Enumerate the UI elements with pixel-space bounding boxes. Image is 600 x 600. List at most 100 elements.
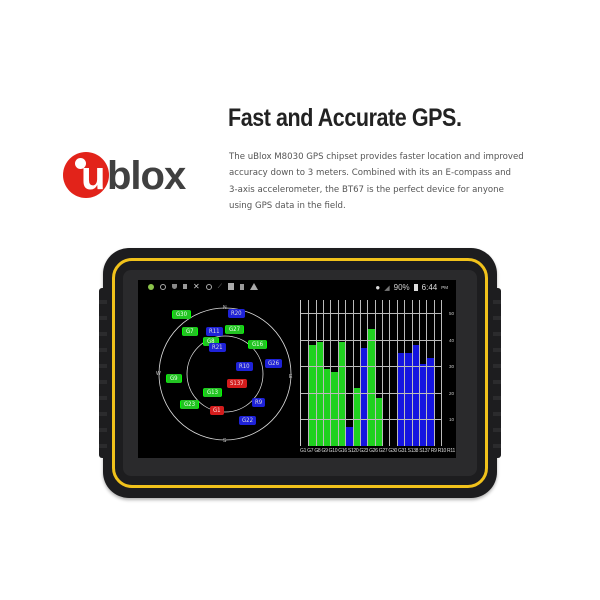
- status-icons-left: ✕ ⟋: [148, 282, 258, 290]
- grid-line-vertical: [404, 300, 406, 446]
- tablet-screen: ✕ ⟋ ● ◢ 90% 6:44 PM N S E: [138, 280, 456, 458]
- signal-bar: [337, 342, 346, 446]
- battery-icon: [413, 284, 418, 291]
- app-icon: [148, 283, 154, 290]
- y-axis-tick-label: 30: [448, 364, 454, 370]
- grid-line-vertical: [330, 300, 332, 446]
- compass-west: W: [156, 371, 161, 377]
- page-title: Fast and Accurate GPS.: [228, 104, 462, 132]
- grid-line-vertical: [308, 300, 310, 446]
- wifi-icon: [172, 284, 177, 289]
- satellite-marker: R9: [252, 398, 266, 407]
- grid-line-vertical: [382, 300, 384, 446]
- signal-strength-chart: 10 20 30 40 50 G1 G7 G8 G9 G10 G16 S120 G23 …: [298, 296, 456, 458]
- yellow-stripe: [112, 258, 488, 488]
- compass-east: E: [289, 374, 293, 380]
- satellite-marker: G9: [166, 374, 182, 383]
- signal-bar: [308, 345, 316, 446]
- signal-bar: [411, 345, 419, 446]
- grid-line-vertical: [359, 300, 361, 446]
- grid-line-vertical: [389, 300, 391, 446]
- signal-bar: [315, 342, 324, 446]
- description: The uBlox M8030 GPS chipset provides fas…: [229, 149, 539, 214]
- satellite-marker: G23: [180, 400, 200, 409]
- satellite-marker: R20: [228, 309, 245, 318]
- satellite-marker: R10: [236, 362, 253, 371]
- signal-bar: [345, 427, 353, 446]
- satellite-marker: G16: [248, 340, 268, 349]
- satellite-marker: G7: [182, 327, 198, 336]
- grid-line-vertical: [367, 300, 369, 446]
- bluetooth-icon: ⟋: [217, 283, 222, 290]
- rugged-tablet: ✕ ⟋ ● ◢ 90% 6:44 PM N S E: [99, 248, 501, 498]
- grid-line-horizontal: [301, 392, 441, 394]
- side-grip-left: [99, 288, 107, 458]
- y-axis-tick-label: 50: [448, 311, 454, 317]
- grid-line-horizontal: [301, 313, 441, 315]
- description-line: 3-axis accelerometer, the BT67 is the pe…: [229, 184, 504, 195]
- image-icon: [227, 283, 234, 290]
- logo-red-circle: [63, 152, 109, 198]
- battery-percent: 90%: [393, 283, 410, 292]
- signal-bar: [367, 329, 375, 446]
- grid-line-vertical: [323, 300, 325, 446]
- grid-line-vertical: [396, 300, 398, 446]
- signal-bar: [352, 387, 360, 446]
- grid-line-vertical: [441, 300, 442, 446]
- satellite-marker: R21: [209, 343, 226, 352]
- description-line: The uBlox M8030 GPS chipset provides fas…: [229, 152, 524, 162]
- signal-bar: [418, 363, 427, 446]
- y-axis-tick-label: 40: [448, 337, 454, 343]
- satellite-marker: G30: [172, 310, 192, 319]
- lock-icon: [183, 284, 187, 289]
- logo-u: u: [81, 154, 106, 198]
- y-axis-tick-label: 10: [448, 417, 454, 423]
- grid-line-vertical: [433, 300, 435, 446]
- compass-north: N: [223, 305, 227, 311]
- grid-line-vertical: [315, 300, 317, 446]
- status-bar: ✕ ⟋ ● ◢ 90% 6:44 PM: [138, 280, 456, 296]
- signal-bar: [374, 398, 383, 446]
- grid-line-vertical: [426, 300, 428, 446]
- y-axis-tick-label: 20: [448, 390, 454, 396]
- chart-plot-area: [300, 300, 442, 446]
- signal-icon: ◢: [384, 284, 390, 292]
- signal-bar: [396, 353, 405, 446]
- location-pin-icon: ●: [375, 283, 381, 292]
- satellite-marker: R11: [206, 327, 223, 336]
- grid-line-vertical: [352, 300, 354, 446]
- description-line: accuracy down to 3 meters. Combined with…: [229, 168, 511, 179]
- satellite-marker: G27: [225, 325, 245, 334]
- clipboard-icon: [239, 283, 244, 290]
- status-icons-right: ● ◢ 90% 6:44 PM: [375, 283, 448, 292]
- satellite-marker: G13: [203, 388, 223, 397]
- warning-icon: [249, 283, 258, 290]
- ublox-logo: u blox: [63, 150, 203, 202]
- grid-line-horizontal: [301, 419, 441, 421]
- grid-line-vertical: [345, 300, 347, 446]
- clock-time: 6:44: [421, 283, 438, 292]
- grid-line-vertical: [418, 300, 420, 446]
- compass-south: S: [223, 438, 227, 444]
- logo-dot: [75, 158, 86, 169]
- chart-x-labels: G1 G7 G8 G9 G10 G16 S120 G23 G26 G27 G30…: [300, 448, 456, 454]
- satellite-marker: S137: [227, 379, 247, 388]
- signal-bar: [359, 347, 368, 446]
- description-line: using GPS data in the field.: [229, 200, 346, 211]
- block-icon: [205, 283, 212, 290]
- grid-line-vertical: [411, 300, 413, 446]
- grid-line-vertical: [374, 300, 376, 446]
- signal-bar: [426, 358, 434, 446]
- grid-line-horizontal: [301, 366, 441, 368]
- satellite-marker: G26: [265, 359, 283, 368]
- grid-line-horizontal: [301, 339, 441, 341]
- signal-bar: [330, 371, 338, 446]
- sky-plot-rings: [158, 307, 292, 441]
- clock-ampm: PM: [441, 285, 448, 290]
- signal-bar: [404, 353, 412, 446]
- logo-text: blox: [107, 154, 186, 198]
- side-grip-right: [493, 288, 501, 458]
- satellite-marker: G8: [203, 337, 219, 346]
- satellite-marker: G22: [239, 416, 257, 425]
